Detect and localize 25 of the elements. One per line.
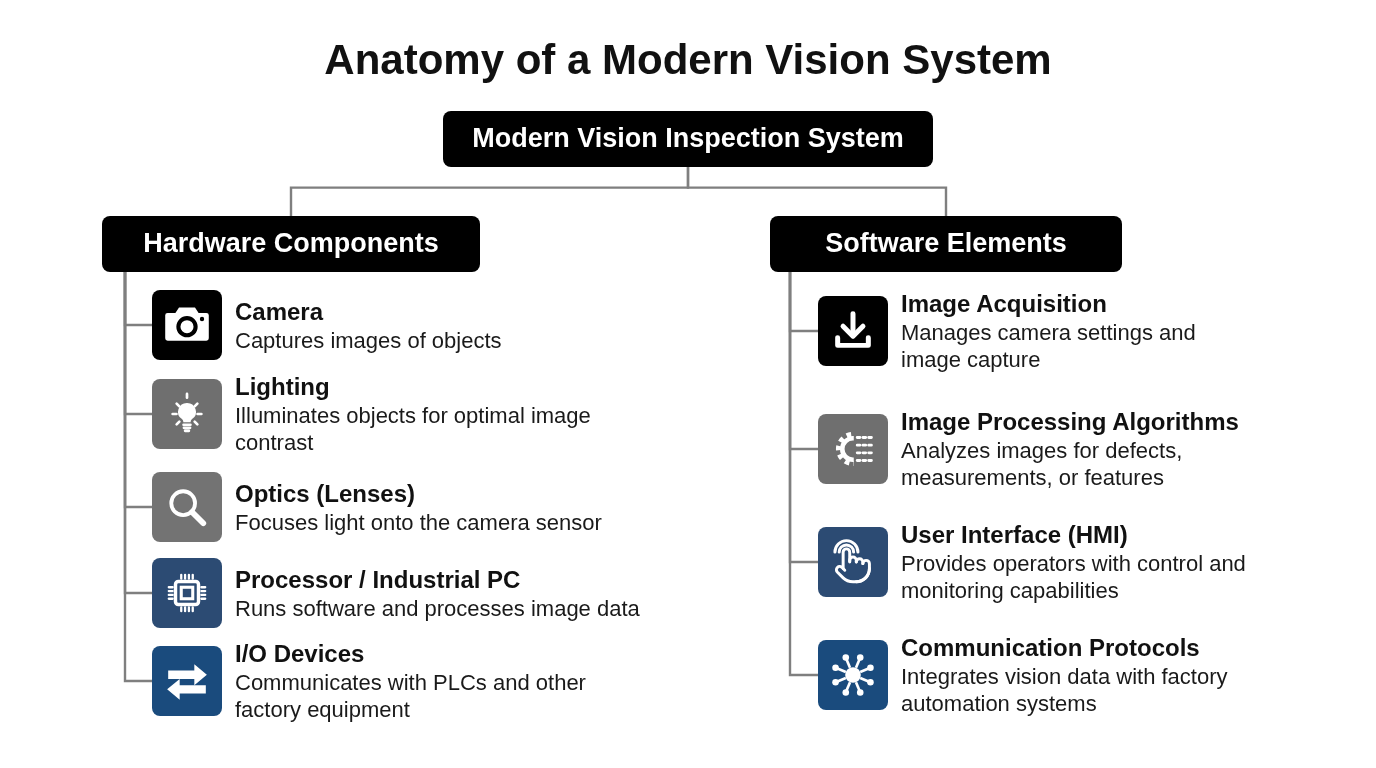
item-description: Manages camera settings and image capture	[901, 319, 1197, 373]
connector-line	[788, 272, 818, 677]
item-description: Provides operators with control and monitoring capabilities	[901, 550, 1247, 604]
item-description: Analyzes images for defects, measurements, or features	[901, 437, 1184, 491]
category-header: Software Elements	[770, 216, 1122, 272]
item-description: Runs software and processes image data	[235, 594, 640, 622]
diagram-title: Anatomy of a Modern Vision System	[324, 35, 1052, 85]
item-description: Communicates with PLCs and other factory equipment	[235, 669, 587, 723]
item-description: Illuminates objects for optimal image contrast	[235, 402, 592, 456]
item-title: Optics (Lenses)	[235, 478, 416, 509]
category-header: Hardware Components	[102, 216, 480, 272]
item-title: Communication Protocols	[901, 633, 1200, 663]
item-title: Lighting	[235, 372, 330, 402]
item-title: Image Acquisition	[901, 289, 1107, 319]
item-title: Processor / Industrial PC	[235, 564, 521, 595]
item-title: User Interface (HMI)	[901, 520, 1128, 550]
item-description: Captures images of objects	[235, 326, 502, 354]
root-node: Modern Vision Inspection System	[443, 111, 933, 167]
item-description: Focuses light onto the camera sensor	[235, 508, 602, 536]
item-title: Image Processing Algorithms	[901, 407, 1239, 437]
item-description: Integrates vision data with factory automation systems	[901, 663, 1229, 717]
connector-line	[686, 167, 948, 216]
connector-line	[123, 272, 152, 683]
item-title: I/O Devices	[235, 639, 365, 669]
item-title: Camera	[235, 296, 324, 327]
